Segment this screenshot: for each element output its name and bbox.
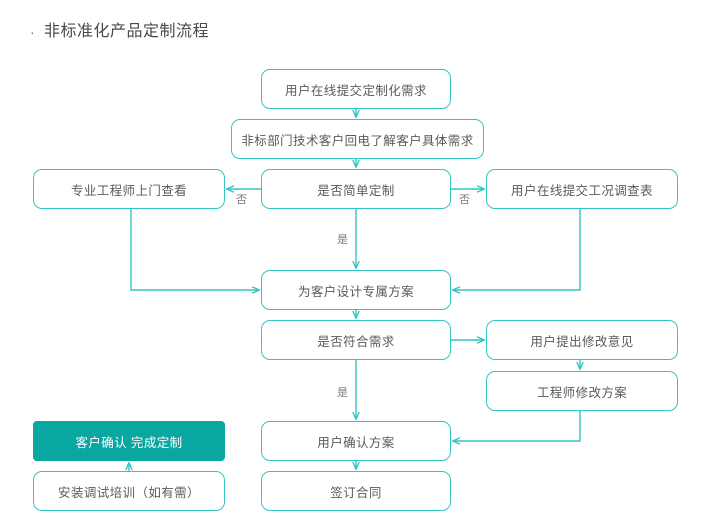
- node-label: 安装调试培训（如有需）: [58, 485, 200, 500]
- node-label: 用户在线提交定制化需求: [285, 83, 427, 98]
- node-survey-form[interactable]: 用户在线提交工况调查表: [486, 169, 678, 209]
- edge-label-no-right: 否: [459, 191, 470, 207]
- node-submit[interactable]: 用户在线提交定制化需求: [261, 69, 451, 109]
- node-label: 专业工程师上门查看: [70, 183, 188, 198]
- node-label: 工程师修改方案: [536, 385, 628, 400]
- title-bullet: ·: [30, 23, 36, 40]
- page-title: · 非标准化产品定制流程: [30, 17, 209, 41]
- edge-engrevise-confirm: [453, 411, 581, 441]
- node-user-revision[interactable]: 用户提出修改意见: [486, 320, 678, 360]
- node-label: 客户确认 完成定制: [75, 435, 183, 450]
- node-customer-confirm-done[interactable]: 客户确认 完成定制: [33, 421, 225, 461]
- node-callback[interactable]: 非标部门技术客户回电了解客户具体需求: [231, 119, 484, 159]
- node-user-confirm-plan[interactable]: 用户确认方案: [261, 421, 451, 461]
- node-label: 为客户设计专属方案: [297, 284, 415, 299]
- node-install-training[interactable]: 安装调试培训（如有需）: [33, 471, 225, 511]
- node-label: 是否符合需求: [317, 334, 395, 349]
- edge-label-text: 否: [459, 194, 470, 206]
- node-design-plan[interactable]: 为客户设计专属方案: [261, 270, 451, 310]
- node-label: 签订合同: [330, 485, 382, 500]
- node-meet-requirement-decision[interactable]: 是否符合需求: [261, 320, 451, 360]
- node-label: 用户提出修改意见: [530, 334, 634, 349]
- node-label: 非标部门技术客户回电了解客户具体需求: [241, 133, 474, 148]
- edge-survey-design: [453, 209, 581, 290]
- node-sign-contract[interactable]: 签订合同: [261, 471, 451, 511]
- edge-label-no-left: 否: [236, 191, 247, 207]
- node-simple-decision[interactable]: 是否简单定制: [261, 169, 451, 209]
- edge-label-text: 是: [337, 234, 348, 246]
- node-label: 是否简单定制: [317, 183, 395, 198]
- edge-label-yes-lower: 是: [337, 384, 348, 400]
- page-title-text: 非标准化产品定制流程: [44, 23, 210, 40]
- node-label: 用户在线提交工况调查表: [511, 183, 653, 198]
- node-engineer-visit[interactable]: 专业工程师上门查看: [33, 169, 225, 209]
- edge-label-yes-upper: 是: [337, 231, 348, 247]
- node-engineer-revision[interactable]: 工程师修改方案: [486, 371, 678, 411]
- edge-engineer-design: [130, 209, 259, 290]
- node-label: 用户确认方案: [317, 435, 395, 450]
- edge-label-text: 是: [337, 387, 348, 399]
- edge-label-text: 否: [236, 194, 247, 206]
